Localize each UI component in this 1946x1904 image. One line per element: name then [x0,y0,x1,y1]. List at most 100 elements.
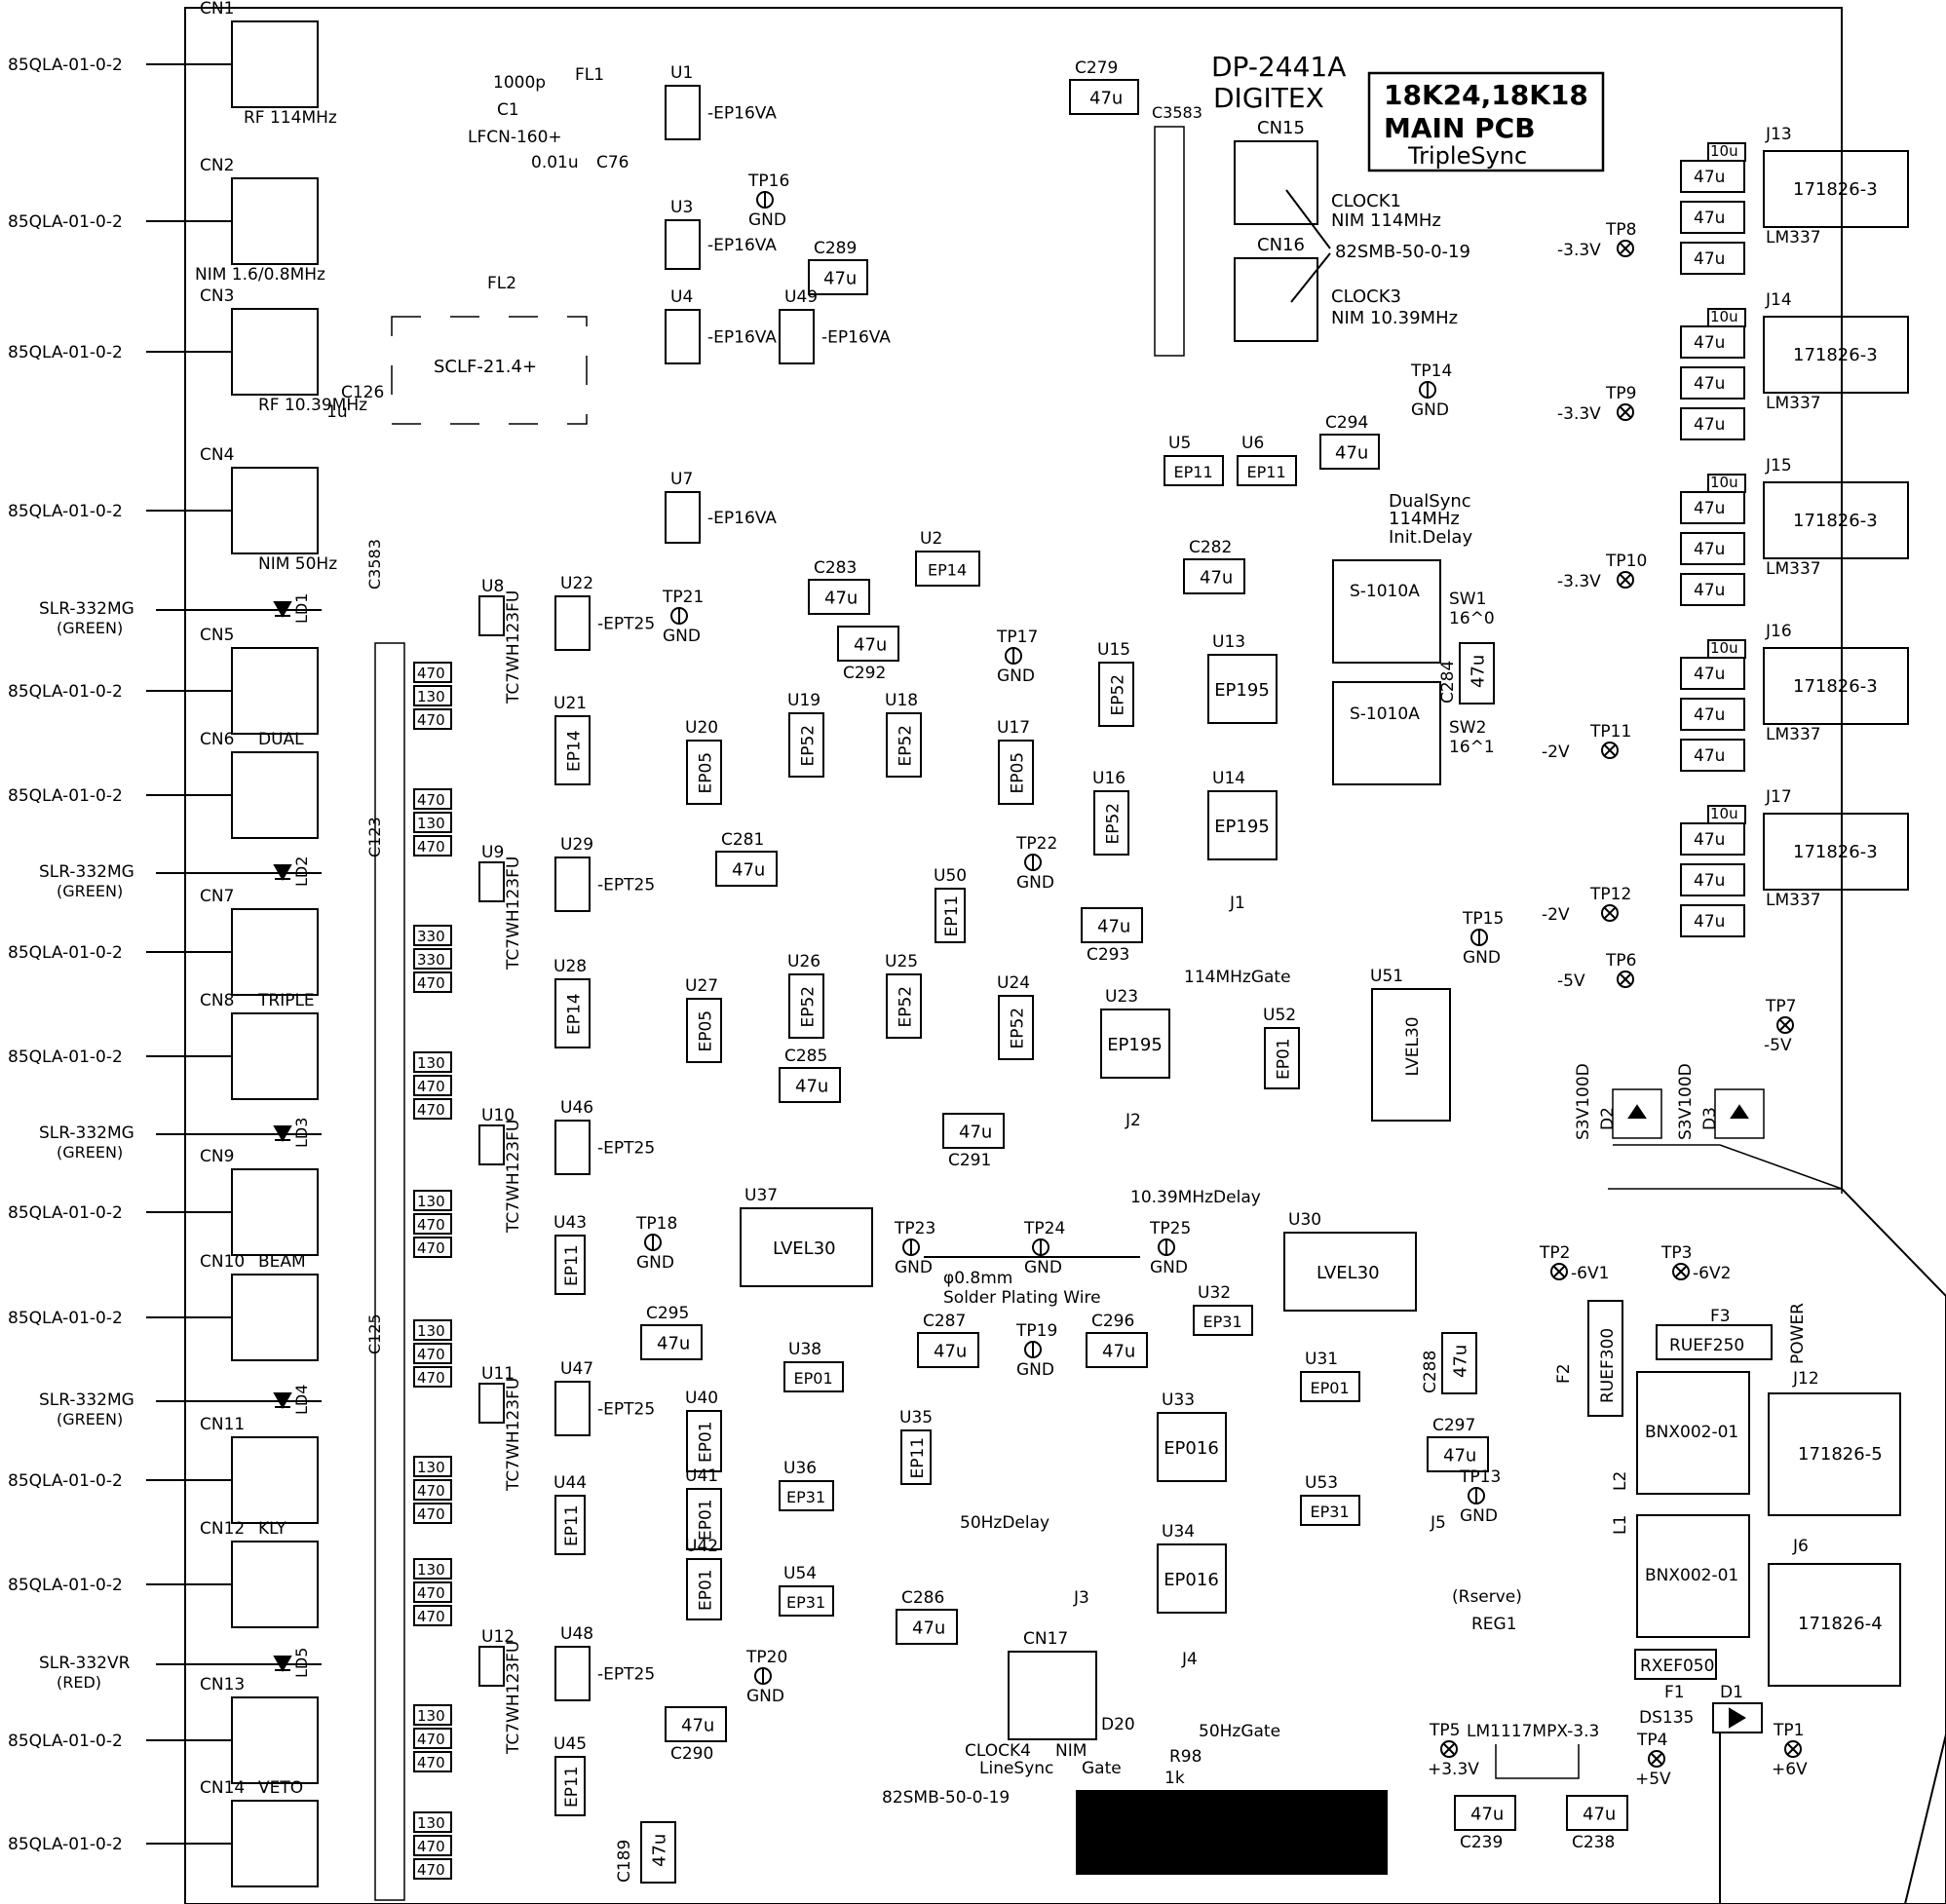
svg-text:S-1010A: S-1010A [1350,582,1420,601]
ic-ref: U12 [481,1627,515,1647]
cap-value: 47u [1694,871,1725,891]
cap-value: 47u [1200,568,1233,589]
svg-text:RXEF050: RXEF050 [1640,1656,1714,1676]
test-point-net: +3.3V [1428,1760,1479,1779]
connector-part: 85QLA-01-0-2 [8,943,123,963]
regulator-ic: LM337 [1766,228,1821,248]
cap-value: 10u [1710,474,1738,491]
ic-ref: U9 [481,843,504,862]
ic-part: -EP16VA [707,509,777,528]
svg-text:J5: J5 [1430,1513,1446,1533]
svg-text:BNX002-01: BNX002-01 [1645,1423,1738,1442]
svg-text:C126: C126 [341,383,384,402]
resistor-value: 130 [417,1561,445,1579]
cap-value: 47u [1694,705,1725,725]
svg-text:F3: F3 [1710,1307,1731,1326]
test-point-tp3: TP3-6V2 [1660,1243,1731,1283]
cap-value: 10u [1710,142,1738,160]
test-point-net: GND [746,1687,784,1706]
test-point-tp7: TP7-5V [1764,997,1796,1055]
resistor-value: 130 [417,688,445,705]
svg-text:CN17: CN17 [1023,1629,1068,1649]
cap-value: 47u [1694,333,1725,353]
ic-part: EP016 [1164,1570,1219,1590]
svg-text:50HzGate: 50HzGate [1199,1722,1280,1741]
switch-sw2[interactable] [1332,681,1441,785]
svg-text:C3583: C3583 [365,539,384,590]
svg-text:S3V100D: S3V100D [1574,1063,1593,1140]
ic-ref: U52 [1263,1006,1296,1025]
ic-part: -EPT25 [597,876,655,895]
ic-part: EP05 [697,1010,716,1052]
ic-ref: U37 [744,1186,778,1205]
led-ref: LD1 [292,593,311,624]
connector-ref: CN14 [200,1778,245,1798]
svg-text:BNX002-01: BNX002-01 [1645,1566,1738,1585]
resistor-pack: 130 [413,1558,452,1580]
ic-part: EP52 [1109,674,1128,716]
power-conn-j12 [1768,1392,1901,1516]
resistor-pack: 330 [413,925,452,946]
resistor-value: 470 [417,1861,445,1879]
ic-ref: U36 [783,1459,817,1478]
cap-value: 47u [681,1716,714,1736]
test-point-net: -6V1 [1571,1264,1609,1283]
ic-ref: U48 [560,1624,593,1644]
power-conn-j6 [1768,1563,1901,1687]
cap-ref: C288 [1421,1351,1440,1393]
test-point-ref: TP12 [1589,885,1631,904]
svg-text:CN15: CN15 [1257,118,1305,138]
ic-ref: U15 [1097,640,1130,660]
svg-text:RUEF250: RUEF250 [1669,1336,1744,1355]
test-point-net: +6V [1772,1760,1808,1779]
cap-value: 47u [1694,665,1725,684]
connector-part: 85QLA-01-0-2 [8,502,123,521]
test-point-ref: TP8 [1605,220,1636,240]
svg-text:82SMB-50-0-19: 82SMB-50-0-19 [882,1788,1010,1808]
switch-sw1[interactable] [1332,559,1441,664]
connector-part: 85QLA-01-0-2 [8,1471,123,1491]
cap-value: 47u [1694,374,1725,394]
cap-value: 47u [1694,249,1725,269]
svg-text:RUEF300: RUEF300 [1598,1328,1618,1403]
led-color: (GREEN) [57,882,123,900]
test-point-ref: TP6 [1605,951,1636,971]
test-point-ref: TP13 [1459,1467,1501,1487]
ic-ref: U8 [481,577,504,596]
resistor-value: 470 [417,1101,445,1119]
svg-text:C76: C76 [596,153,630,172]
cap-value: 47u [1694,209,1725,228]
connector-ref: CN9 [200,1147,234,1166]
cap-ref: C297 [1432,1416,1475,1435]
ic-part: EP05 [697,752,716,794]
svg-text:LineSync: LineSync [979,1759,1053,1778]
resistor-value: 130 [417,815,445,832]
ic-part: EP195 [1107,1035,1163,1055]
resistor-pack: 130 [413,1811,452,1833]
